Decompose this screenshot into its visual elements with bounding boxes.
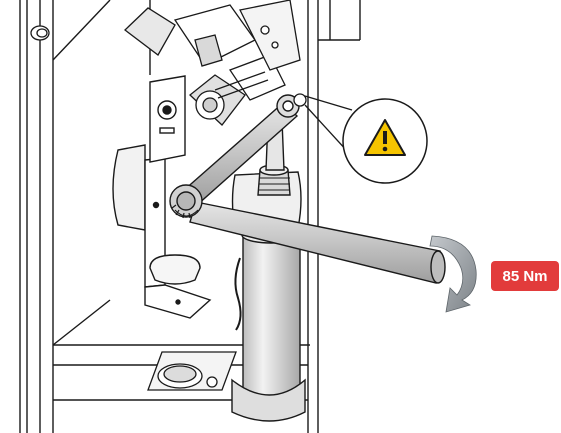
floor-drain [147, 351, 237, 391]
control-panel [149, 75, 186, 163]
warning-triangle-icon [364, 119, 406, 156]
warning-callout [342, 98, 428, 184]
mounting-bracket [112, 144, 212, 319]
frame-screw [30, 25, 50, 41]
torque-value-badge: 85 Nm [491, 261, 559, 291]
filter-cylinder [231, 119, 306, 422]
callout-leader [293, 93, 353, 153]
torque-wrench [169, 94, 446, 284]
rotation-arrow-icon [429, 235, 477, 313]
valve-mechanism [123, 0, 301, 126]
cable [234, 257, 242, 331]
